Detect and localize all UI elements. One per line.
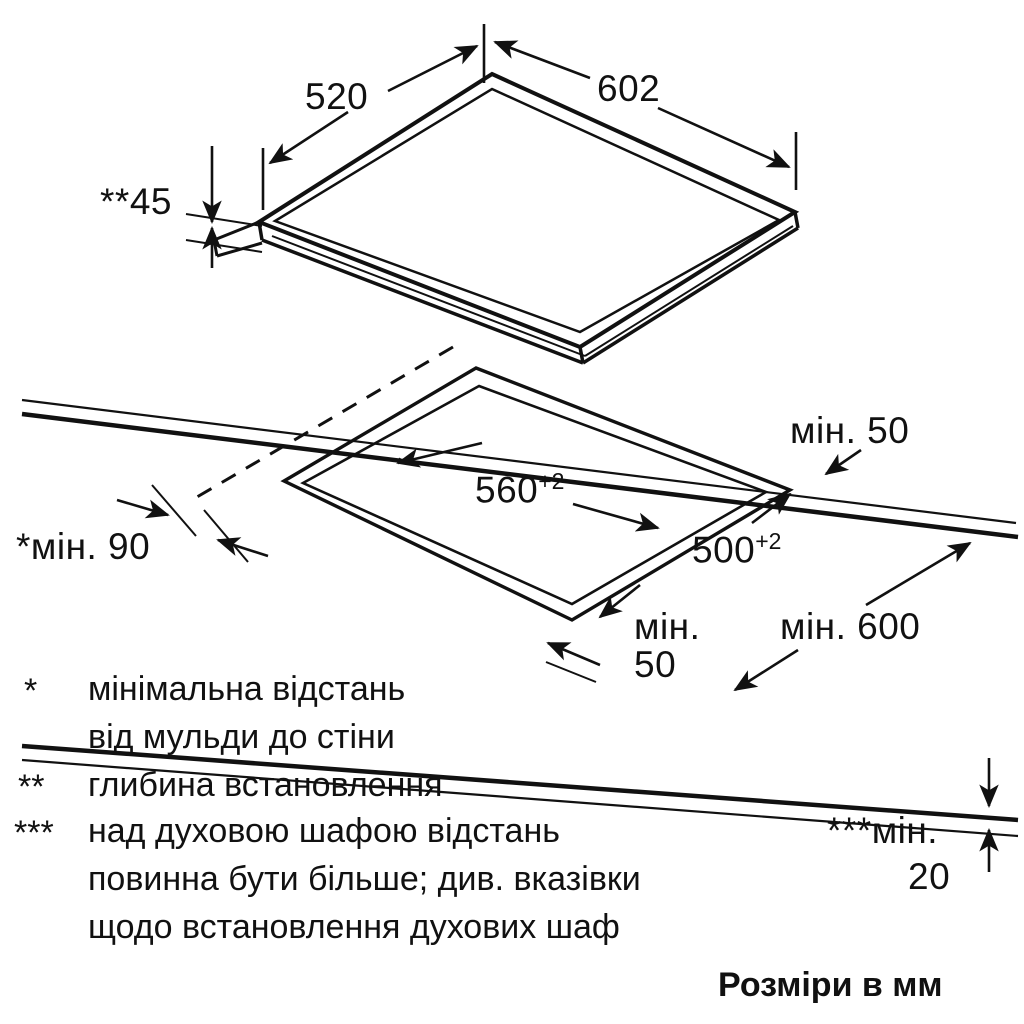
- cutout-width-tolerance: +2: [538, 468, 565, 494]
- label-min-worktop-600: мін. 600: [780, 606, 921, 647]
- legend-mark-1: *: [24, 672, 38, 710]
- legend-item-2-line-1: глибина встановлення: [88, 766, 443, 804]
- dimension-45: [185, 146, 263, 268]
- label-min-front-50-line2: 50: [634, 644, 677, 685]
- legend-mark-3: ***: [14, 814, 54, 852]
- label-min-rear-50: мін. 50: [790, 410, 910, 451]
- cutout-depth-tolerance: +2: [755, 528, 782, 554]
- legend-item-1-line-1: мінімальна відстань: [88, 670, 406, 708]
- units-note: Розміри в мм: [718, 966, 943, 1004]
- projection-dashed-line: [196, 345, 454, 499]
- label-min-oven-20-line1: ***мін.: [827, 812, 938, 849]
- worktop: [21, 398, 1019, 838]
- hob-side-profile: [257, 211, 800, 365]
- legend-item-3-line-1: над духовою шафою відстань: [88, 812, 560, 850]
- legend-item-3-line-2: повинна бути більше; див. вказівки: [88, 860, 641, 898]
- label-min-wall-90: *мін. 90: [16, 528, 150, 565]
- label-install-depth: **45: [100, 183, 172, 220]
- label-min-oven-20-line2: 20: [908, 856, 951, 897]
- dimension-min-50-rear: [824, 448, 862, 476]
- dimension-min-90: [116, 484, 269, 563]
- dimension-min-50-front: [545, 641, 601, 683]
- worktop-cutout: [280, 366, 794, 622]
- label-hob-width: 602: [597, 68, 661, 109]
- install-depth-value: 45: [129, 181, 172, 222]
- legend-item-3-line-3: щодо встановлення духових шаф: [88, 908, 620, 946]
- dimension-500: [598, 492, 792, 619]
- label-cutout-depth: 500+2: [692, 528, 782, 571]
- dimension-min-600: [733, 541, 972, 692]
- legend-item-1-line-2: від мульди до стіни: [88, 718, 395, 756]
- min-wall-asterisk: *: [16, 526, 31, 567]
- min-oven-word: мін.: [871, 810, 939, 851]
- install-depth-asterisks: **: [100, 181, 130, 222]
- label-cutout-width: 560+2: [475, 468, 565, 511]
- dimension-560: [396, 441, 660, 532]
- dimension-520: [261, 24, 486, 210]
- cutout-width-value: 560: [475, 469, 539, 511]
- min-oven-asterisks: ***: [827, 810, 872, 851]
- legend-mark-2: **: [18, 768, 45, 806]
- dimension-602: [493, 40, 798, 190]
- min-wall-value: мін. 90: [30, 526, 151, 567]
- cutout-depth-value: 500: [692, 529, 756, 571]
- label-hob-depth: 520: [305, 76, 369, 117]
- label-min-front-50-line1: мін.: [634, 606, 701, 647]
